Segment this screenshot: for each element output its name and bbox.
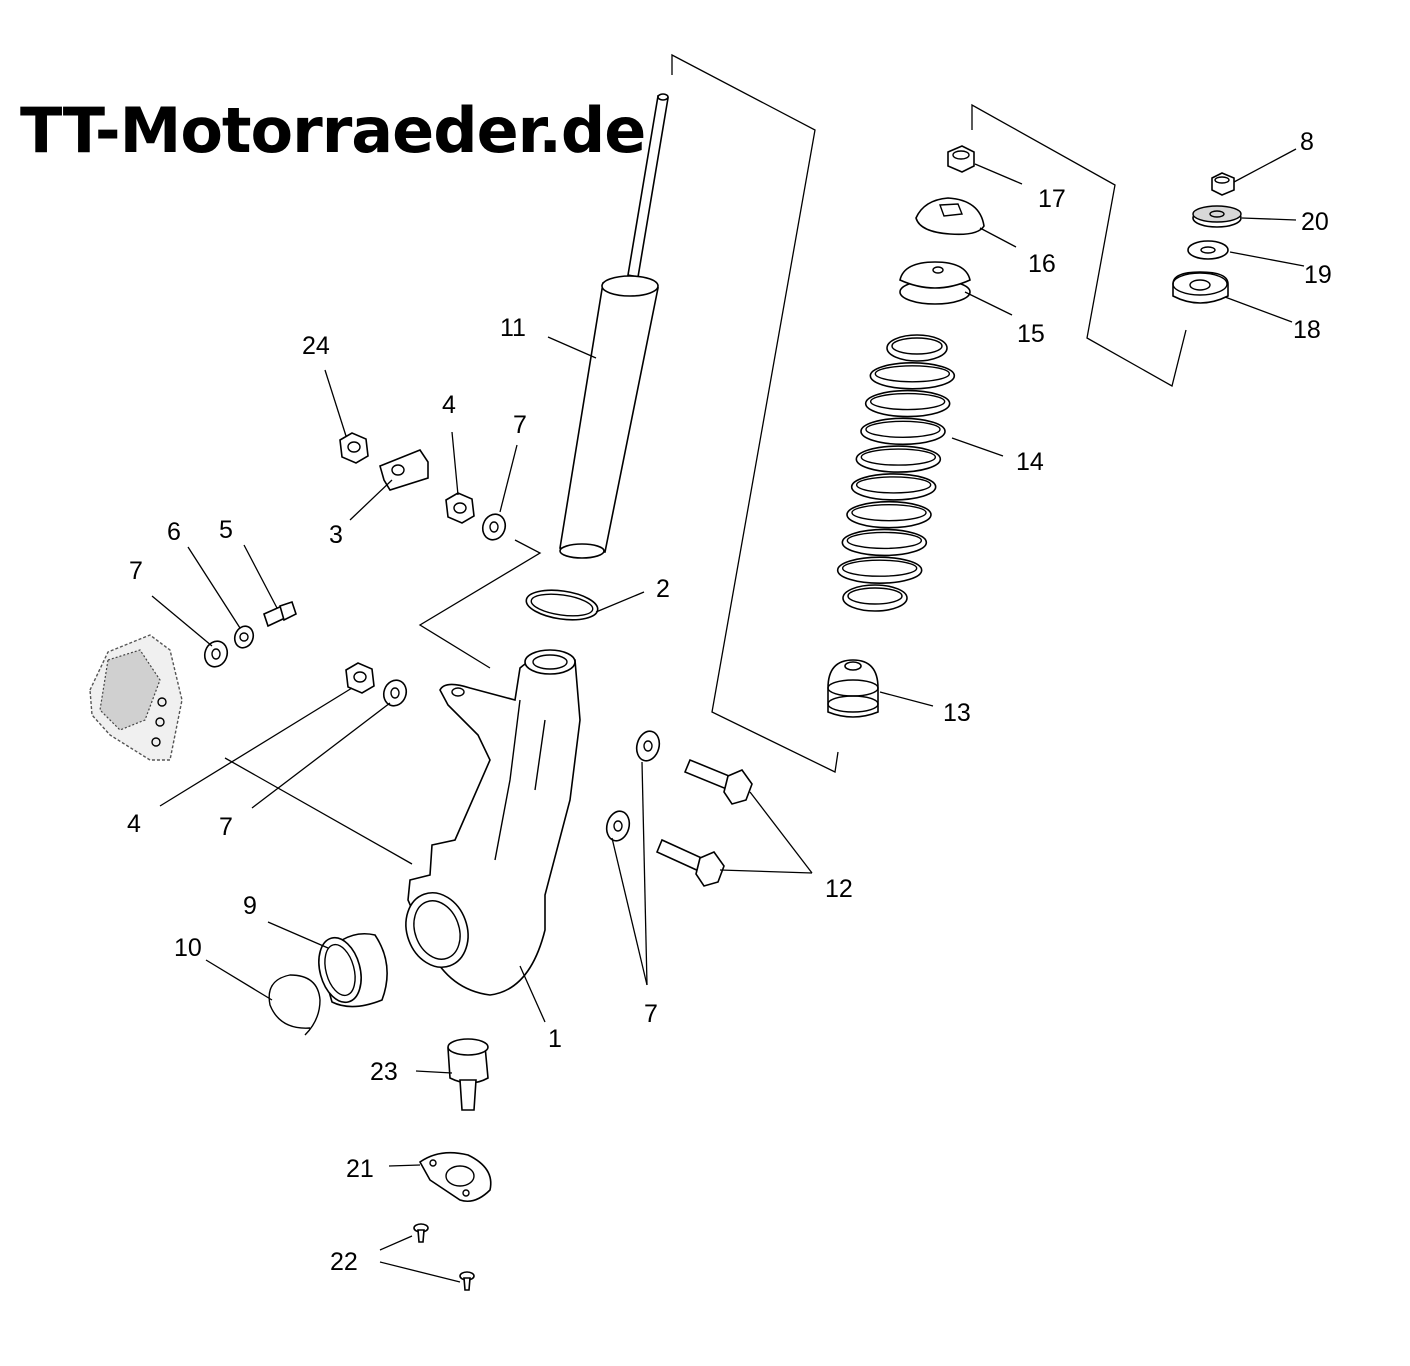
part-bushing-18: [1172, 271, 1229, 304]
part-washer-7-upper: [481, 513, 507, 541]
part-nut-8: [1211, 172, 1235, 196]
callout-9: 9: [243, 892, 257, 920]
part-bolts-12: [655, 758, 753, 887]
top-mount-bracket: [971, 103, 1187, 387]
spring-coil-inner: [860, 448, 937, 466]
callout-19: 19: [1304, 261, 1332, 289]
spring-coil: [869, 361, 956, 390]
shock-bottom: [559, 543, 605, 559]
part-washer-6: [233, 625, 255, 649]
shock-body: [559, 282, 659, 553]
part-brake-caliper: [89, 634, 183, 761]
spring-coil-inner: [891, 337, 943, 355]
callout-5: 5: [219, 516, 233, 544]
knuckle-shock-link: [418, 539, 542, 669]
callout-12: 12: [825, 875, 853, 903]
callout-20: 20: [1301, 208, 1329, 236]
callout-11: 11: [500, 314, 526, 342]
part-washer-7-left: [203, 640, 229, 668]
callout-17: 17: [1038, 185, 1066, 213]
callout-18: 18: [1293, 316, 1321, 344]
part-spring-seat: [899, 261, 971, 305]
assembly-frame-lines: [418, 53, 1187, 773]
spring-coil: [850, 473, 937, 501]
callout-1: 1: [548, 1025, 562, 1053]
callout-10: 10: [174, 934, 202, 962]
shock-top-cap: [601, 275, 659, 297]
callout-23: 23: [370, 1058, 398, 1086]
spring-coil-inner: [874, 365, 951, 383]
spring-coil-inner: [841, 559, 918, 577]
callout-22: 22: [330, 1248, 358, 1276]
watermark-text: TT-Motorraeder.de: [20, 94, 646, 167]
callout-2: 2: [656, 575, 670, 603]
spring-coil: [855, 445, 942, 473]
spring-coil-inner: [847, 587, 903, 605]
part-coil-spring: [836, 334, 956, 612]
part-bump-stop: [827, 659, 879, 718]
part-washers-7-right: [605, 730, 661, 842]
spring-coil: [864, 389, 951, 418]
part-ball-joint: [447, 1038, 489, 1111]
callout-4-upper: 4: [442, 391, 456, 419]
callout-21: 21: [346, 1155, 374, 1183]
spring-coil: [846, 500, 932, 529]
spring-coil-inner: [851, 503, 927, 522]
callout-7-right: 7: [644, 1000, 658, 1028]
part-bolt-5: [263, 600, 297, 628]
spring-coil: [886, 334, 948, 362]
part-shock-absorber: [559, 93, 669, 559]
callout-labels: 1 2 3 4 4 5 6 7 7 7 7 8 9 10 11 12 13 14…: [127, 128, 1332, 1276]
part-circlip: [268, 974, 321, 1036]
spring-coil-inner: [865, 420, 941, 439]
spring-coil: [860, 417, 946, 446]
shock-assembly-bracket: [671, 53, 839, 773]
spring-coil-inner: [869, 392, 946, 411]
spring-coil-inner: [855, 476, 932, 494]
part-nut-24: [339, 432, 369, 464]
shock-rod-tip: [657, 93, 669, 101]
part-plate-21: [418, 1151, 492, 1203]
callout-4-lower: 4: [127, 810, 141, 838]
callout-7-lower: 7: [219, 813, 233, 841]
callout-16: 16: [1028, 250, 1056, 278]
part-o-ring: [525, 589, 599, 621]
callout-24: 24: [302, 332, 330, 360]
spring-coil-inner: [846, 531, 923, 550]
callout-7-left: 7: [129, 557, 143, 585]
part-steering-knuckle: [405, 649, 581, 996]
part-top-mount-cap: [915, 197, 985, 236]
part-washer-20: [1192, 205, 1242, 228]
callout-7-upper: 7: [513, 411, 527, 439]
spring-coil: [836, 556, 923, 585]
part-wheel-bearing: [318, 933, 388, 1008]
callout-8: 8: [1300, 128, 1314, 156]
part-washer-7-lower: [382, 679, 408, 707]
callout-13: 13: [943, 699, 971, 727]
part-washer-19: [1187, 240, 1229, 260]
part-nut-4-upper: [445, 492, 475, 524]
spring-coil: [842, 584, 908, 612]
part-nut-4-lower: [345, 662, 375, 694]
callout-15: 15: [1017, 320, 1045, 348]
part-screws-22: [413, 1223, 475, 1291]
callout-3: 3: [329, 521, 343, 549]
leader-lines: [151, 148, 1305, 1283]
callout-6: 6: [167, 518, 181, 546]
part-top-nut: [947, 145, 975, 173]
callout-14: 14: [1016, 448, 1044, 476]
spring-coil: [841, 528, 928, 557]
